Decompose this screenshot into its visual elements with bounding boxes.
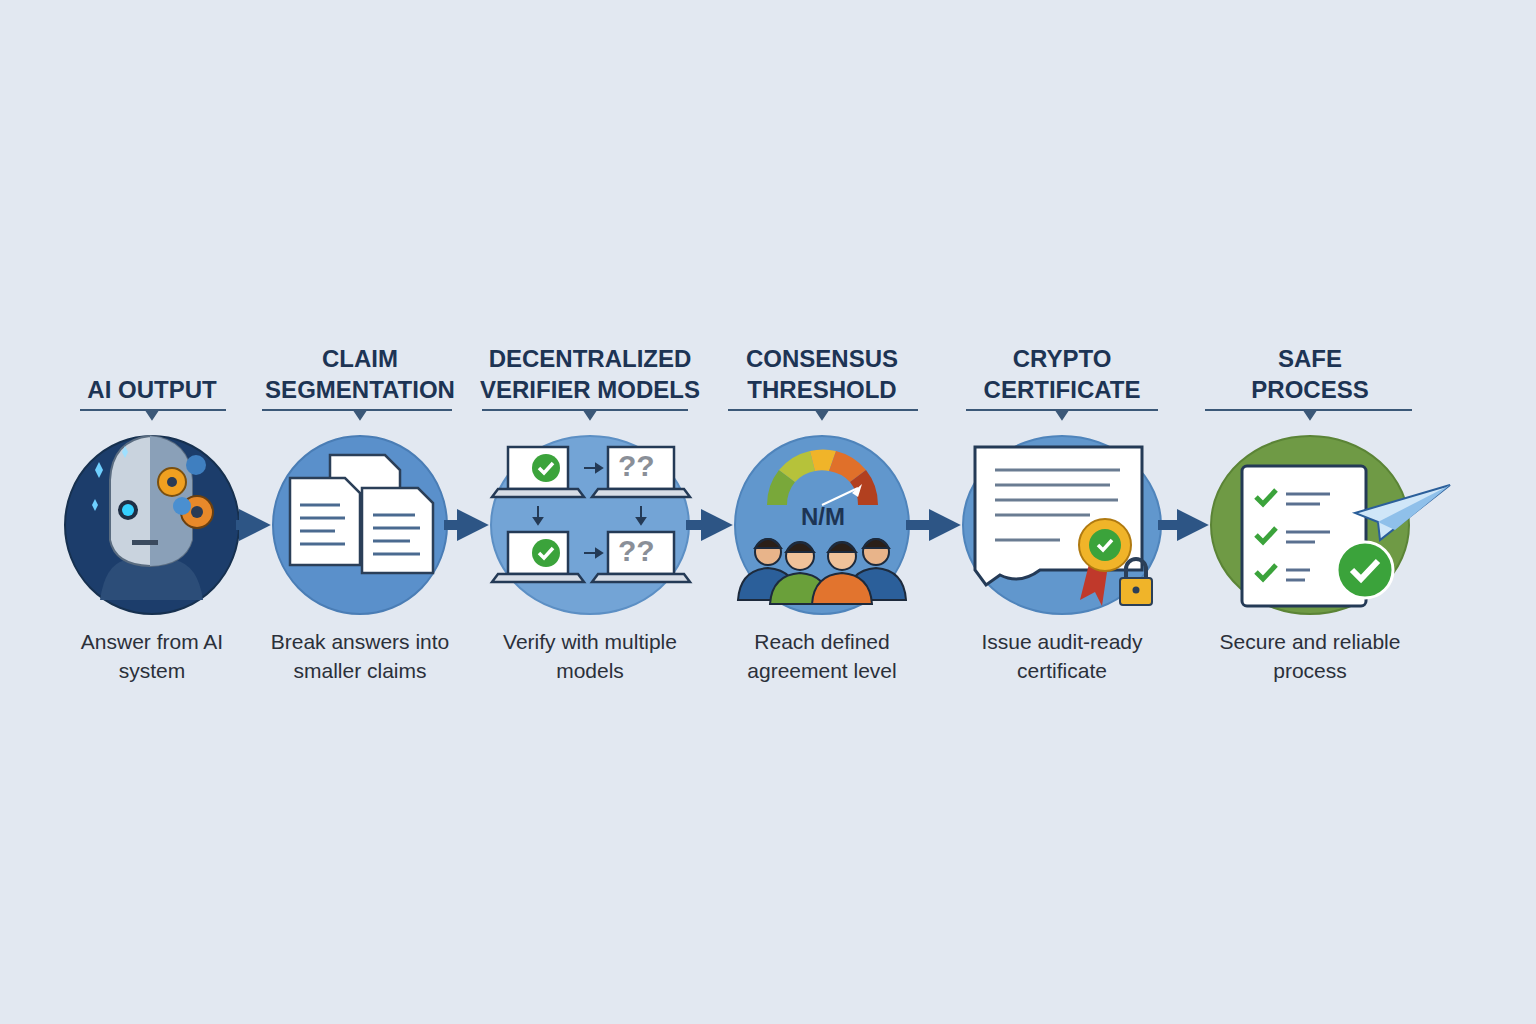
heading-underlines xyxy=(80,410,1412,419)
circle-outline xyxy=(962,435,1162,615)
step-caption: Issue audit-ready certificate xyxy=(957,627,1167,685)
step-caption: Reach defined agreement level xyxy=(717,627,927,685)
flow-arrow xyxy=(236,520,258,530)
verdict-mark: ?? xyxy=(618,450,655,482)
circle-fill xyxy=(735,436,909,614)
step-heading: AI OUTPUT xyxy=(87,374,217,405)
people-icon xyxy=(738,539,906,604)
circle-fill xyxy=(491,436,689,614)
process-circle: SAFE PROCESSSecure and reliable process xyxy=(1210,435,1410,615)
circle-outline xyxy=(64,435,240,615)
step-heading: SAFE PROCESS xyxy=(1225,343,1395,405)
step-caption: Secure and reliable process xyxy=(1210,627,1410,685)
step-heading: CONSENSUS THRESHOLD xyxy=(717,343,927,405)
step-caption: Answer from AI system xyxy=(72,627,232,685)
flow-arrow xyxy=(444,520,476,530)
process-circle: CRYPTO CERTIFICATEIssue audit-ready cert… xyxy=(962,435,1162,615)
circle-outline xyxy=(272,435,448,615)
step-heading: DECENTRALIZED VERIFIER MODELS xyxy=(470,343,710,405)
process-circle: AI OUTPUTAnswer from AI system xyxy=(64,435,240,615)
step-caption: Verify with multiple models xyxy=(490,627,690,685)
circle-fill xyxy=(273,436,447,614)
laptop-icons xyxy=(492,447,690,582)
step-heading: CRYPTO CERTIFICATE xyxy=(952,343,1172,405)
gauge-icon xyxy=(767,449,878,505)
circle-outline xyxy=(1210,435,1410,615)
certificate-icon xyxy=(975,447,1152,606)
robot-icon xyxy=(92,436,213,600)
circle-fill xyxy=(963,436,1161,614)
checklist-icon xyxy=(1242,466,1450,606)
threshold-ratio: N/M xyxy=(801,503,845,531)
document-icons xyxy=(290,455,433,573)
flow-arrow xyxy=(686,520,720,530)
verdict-mark: ?? xyxy=(618,535,655,567)
circle-fill xyxy=(1211,436,1409,614)
circle-outline xyxy=(490,435,690,615)
process-circle: CLAIM SEGMENTATIONBreak answers into sma… xyxy=(272,435,448,615)
process-circle: DECENTRALIZED VERIFIER MODELSVerify with… xyxy=(490,435,690,615)
flow-arrow xyxy=(906,520,948,530)
flow-arrow xyxy=(1158,520,1196,530)
circle-fill xyxy=(65,436,239,614)
step-heading: CLAIM SEGMENTATION xyxy=(255,343,465,405)
step-caption: Break answers into smaller claims xyxy=(253,627,468,685)
